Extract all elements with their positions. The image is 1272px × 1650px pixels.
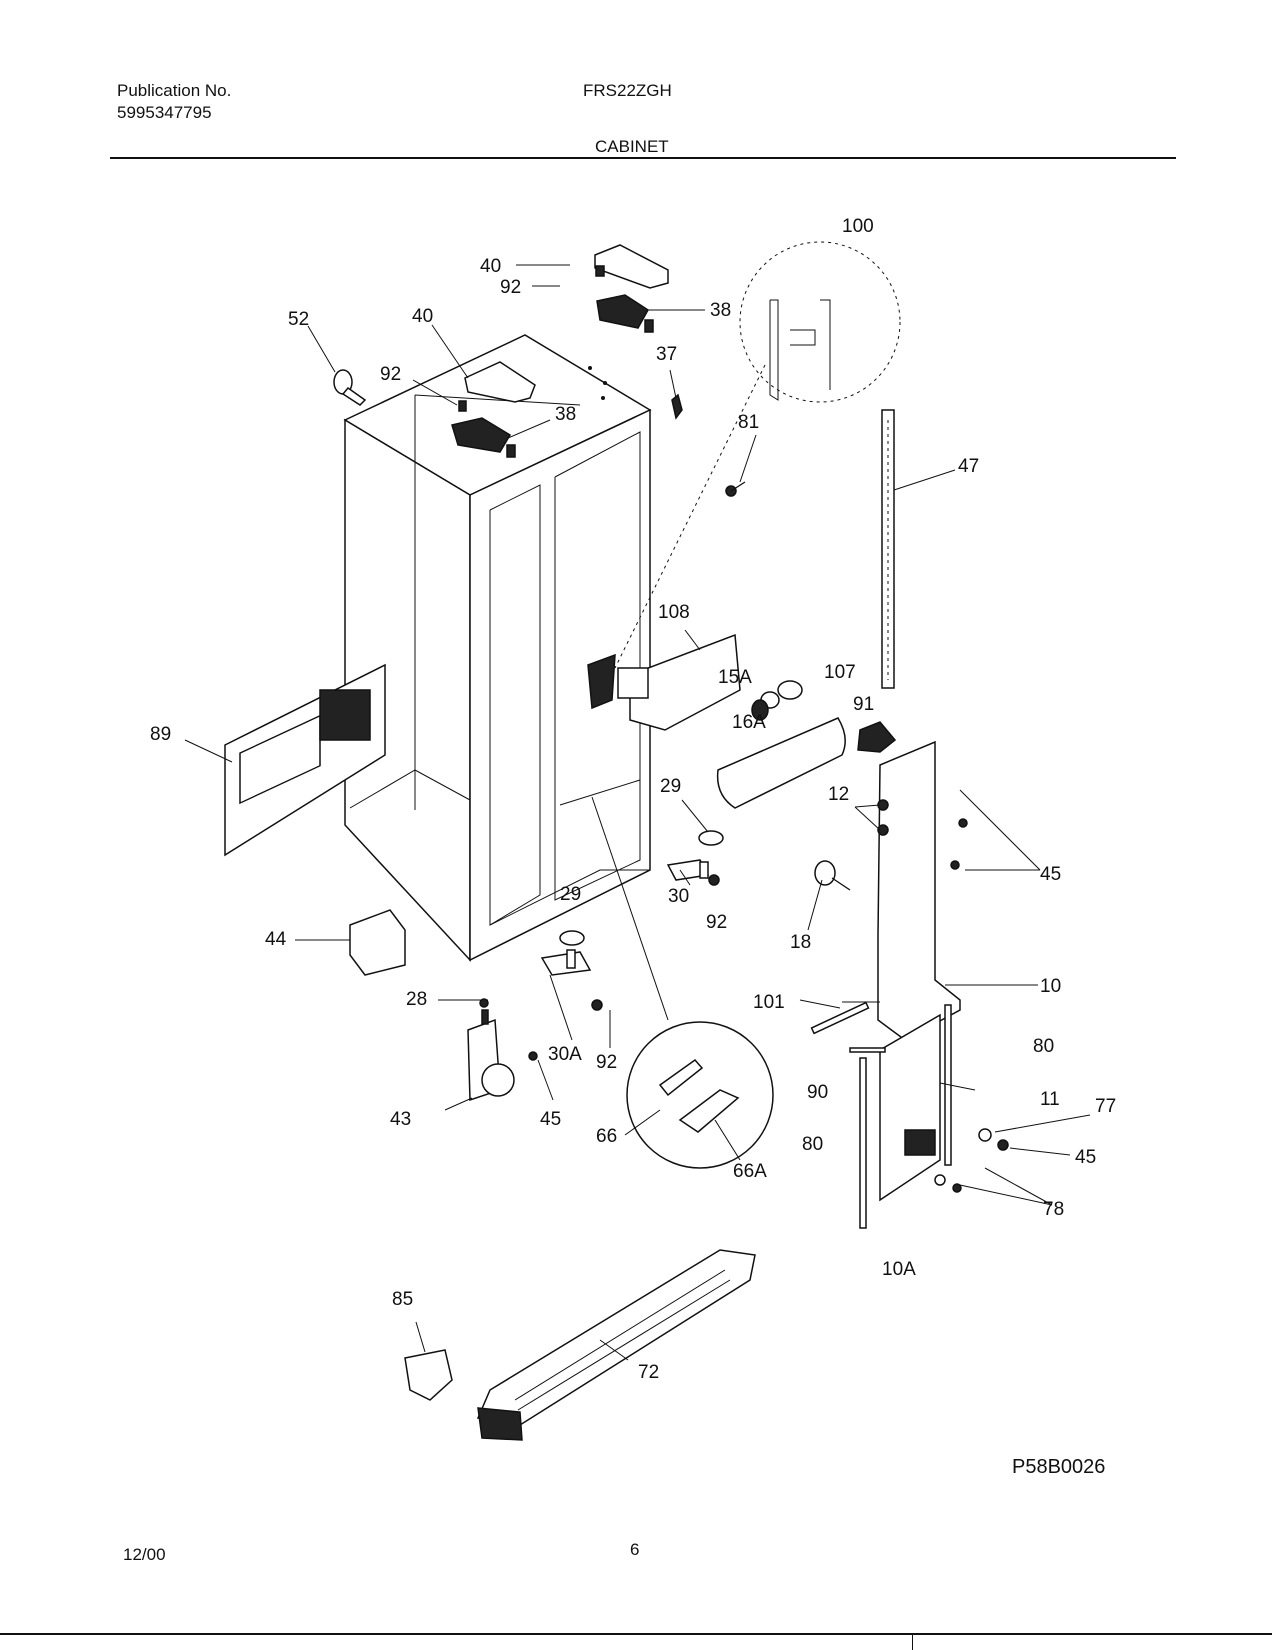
callout-107: 107 bbox=[824, 662, 856, 683]
callout-78: 78 bbox=[1043, 1199, 1064, 1220]
callout-80-lower: 80 bbox=[802, 1134, 823, 1155]
leader-lines bbox=[184, 264, 1091, 1361]
tube-107 bbox=[716, 717, 846, 809]
hinge-cover-cabinet bbox=[451, 361, 536, 458]
callout-11: 11 bbox=[1040, 1089, 1060, 1110]
callout-52: 52 bbox=[288, 309, 309, 330]
callout-45-right: 45 bbox=[1040, 864, 1061, 885]
roller-assembly bbox=[467, 1009, 515, 1102]
callout-30A: 30A bbox=[548, 1044, 582, 1065]
clip-part bbox=[671, 393, 683, 420]
header-rule bbox=[110, 157, 1176, 159]
section-title: CABINET bbox=[595, 137, 669, 156]
fasteners bbox=[479, 818, 1009, 1193]
callout-15A: 15A bbox=[718, 667, 752, 688]
bushing-part bbox=[751, 680, 803, 721]
relay-cover bbox=[349, 909, 406, 976]
callout-91: 91 bbox=[853, 694, 874, 715]
lower-panel bbox=[842, 1001, 952, 1229]
callout-80-upper: 80 bbox=[1033, 1036, 1054, 1057]
lower-hinge-30A bbox=[540, 930, 592, 976]
machine-access-panel bbox=[224, 663, 386, 857]
callout-77: 77 bbox=[1095, 1096, 1116, 1117]
model-number: FRS22ZGH bbox=[583, 81, 672, 100]
footer-tick bbox=[912, 1633, 913, 1650]
callout-90: 90 bbox=[807, 1082, 828, 1103]
footer-page-number: 6 bbox=[630, 1540, 640, 1559]
callout-10: 10 bbox=[1040, 976, 1061, 997]
detail-circle-66 bbox=[626, 1021, 774, 1169]
callout-92-top: 92 bbox=[500, 277, 521, 298]
callout-81: 81 bbox=[738, 412, 759, 433]
callout-37: 37 bbox=[656, 344, 677, 365]
callout-10A: 10A bbox=[882, 1259, 916, 1280]
hinge-cover-upper bbox=[594, 244, 669, 333]
bracket-108 bbox=[587, 633, 741, 731]
callout-18: 18 bbox=[790, 932, 811, 953]
screw-18 bbox=[814, 860, 851, 891]
strip-90 bbox=[849, 1047, 886, 1053]
cabinet-body bbox=[343, 334, 652, 962]
shelf-rail bbox=[881, 409, 895, 689]
callout-45-lower: 45 bbox=[540, 1109, 561, 1130]
callout-30: 30 bbox=[668, 886, 689, 907]
callout-16A: 16A bbox=[732, 712, 766, 733]
publication-number: 5995347795 bbox=[117, 103, 212, 122]
lower-hinge-30 bbox=[666, 830, 724, 881]
callout-40: 40 bbox=[412, 306, 433, 327]
callout-47: 47 bbox=[958, 456, 979, 477]
callout-92-lower: 92 bbox=[596, 1052, 617, 1073]
callout-43: 43 bbox=[390, 1109, 411, 1130]
footer-date: 12/00 bbox=[123, 1545, 166, 1564]
center-panel bbox=[877, 740, 961, 1041]
callout-66A: 66A bbox=[733, 1161, 767, 1182]
diagram-code: P58B0026 bbox=[1012, 1456, 1106, 1478]
callout-92: 92 bbox=[380, 364, 401, 385]
callout-92-mid: 92 bbox=[706, 912, 727, 933]
publication-label: Publication No. bbox=[117, 81, 232, 100]
leveling-bolt bbox=[333, 369, 367, 406]
callout-28: 28 bbox=[406, 989, 427, 1010]
callout-45-panel: 45 bbox=[1075, 1147, 1096, 1168]
callout-38-top: 38 bbox=[710, 300, 731, 321]
footer-rule bbox=[0, 1633, 1272, 1635]
screw-81 bbox=[725, 481, 746, 497]
callout-66: 66 bbox=[596, 1126, 617, 1147]
callout-29-upper: 29 bbox=[660, 776, 681, 797]
callout-100: 100 bbox=[842, 216, 874, 237]
callout-72: 72 bbox=[638, 1362, 659, 1383]
bracket-91 bbox=[857, 721, 897, 753]
callout-38: 38 bbox=[555, 404, 576, 425]
leveler-85 bbox=[404, 1349, 453, 1401]
toe-grille bbox=[476, 1249, 756, 1441]
detail-circle-100 bbox=[614, 241, 901, 669]
callout-101: 101 bbox=[753, 992, 785, 1013]
callout-85: 85 bbox=[392, 1289, 413, 1310]
callout-108: 108 bbox=[658, 602, 690, 623]
strip-101 bbox=[810, 1001, 870, 1035]
callout-44: 44 bbox=[265, 929, 287, 950]
callout-40-top: 40 bbox=[480, 256, 501, 277]
callout-labels: 100 40 92 38 52 40 92 38 37 81 47 108 15… bbox=[150, 216, 1116, 1383]
callout-89: 89 bbox=[150, 724, 171, 745]
callout-12: 12 bbox=[828, 784, 849, 805]
callout-29-lower: 29 bbox=[560, 884, 581, 905]
